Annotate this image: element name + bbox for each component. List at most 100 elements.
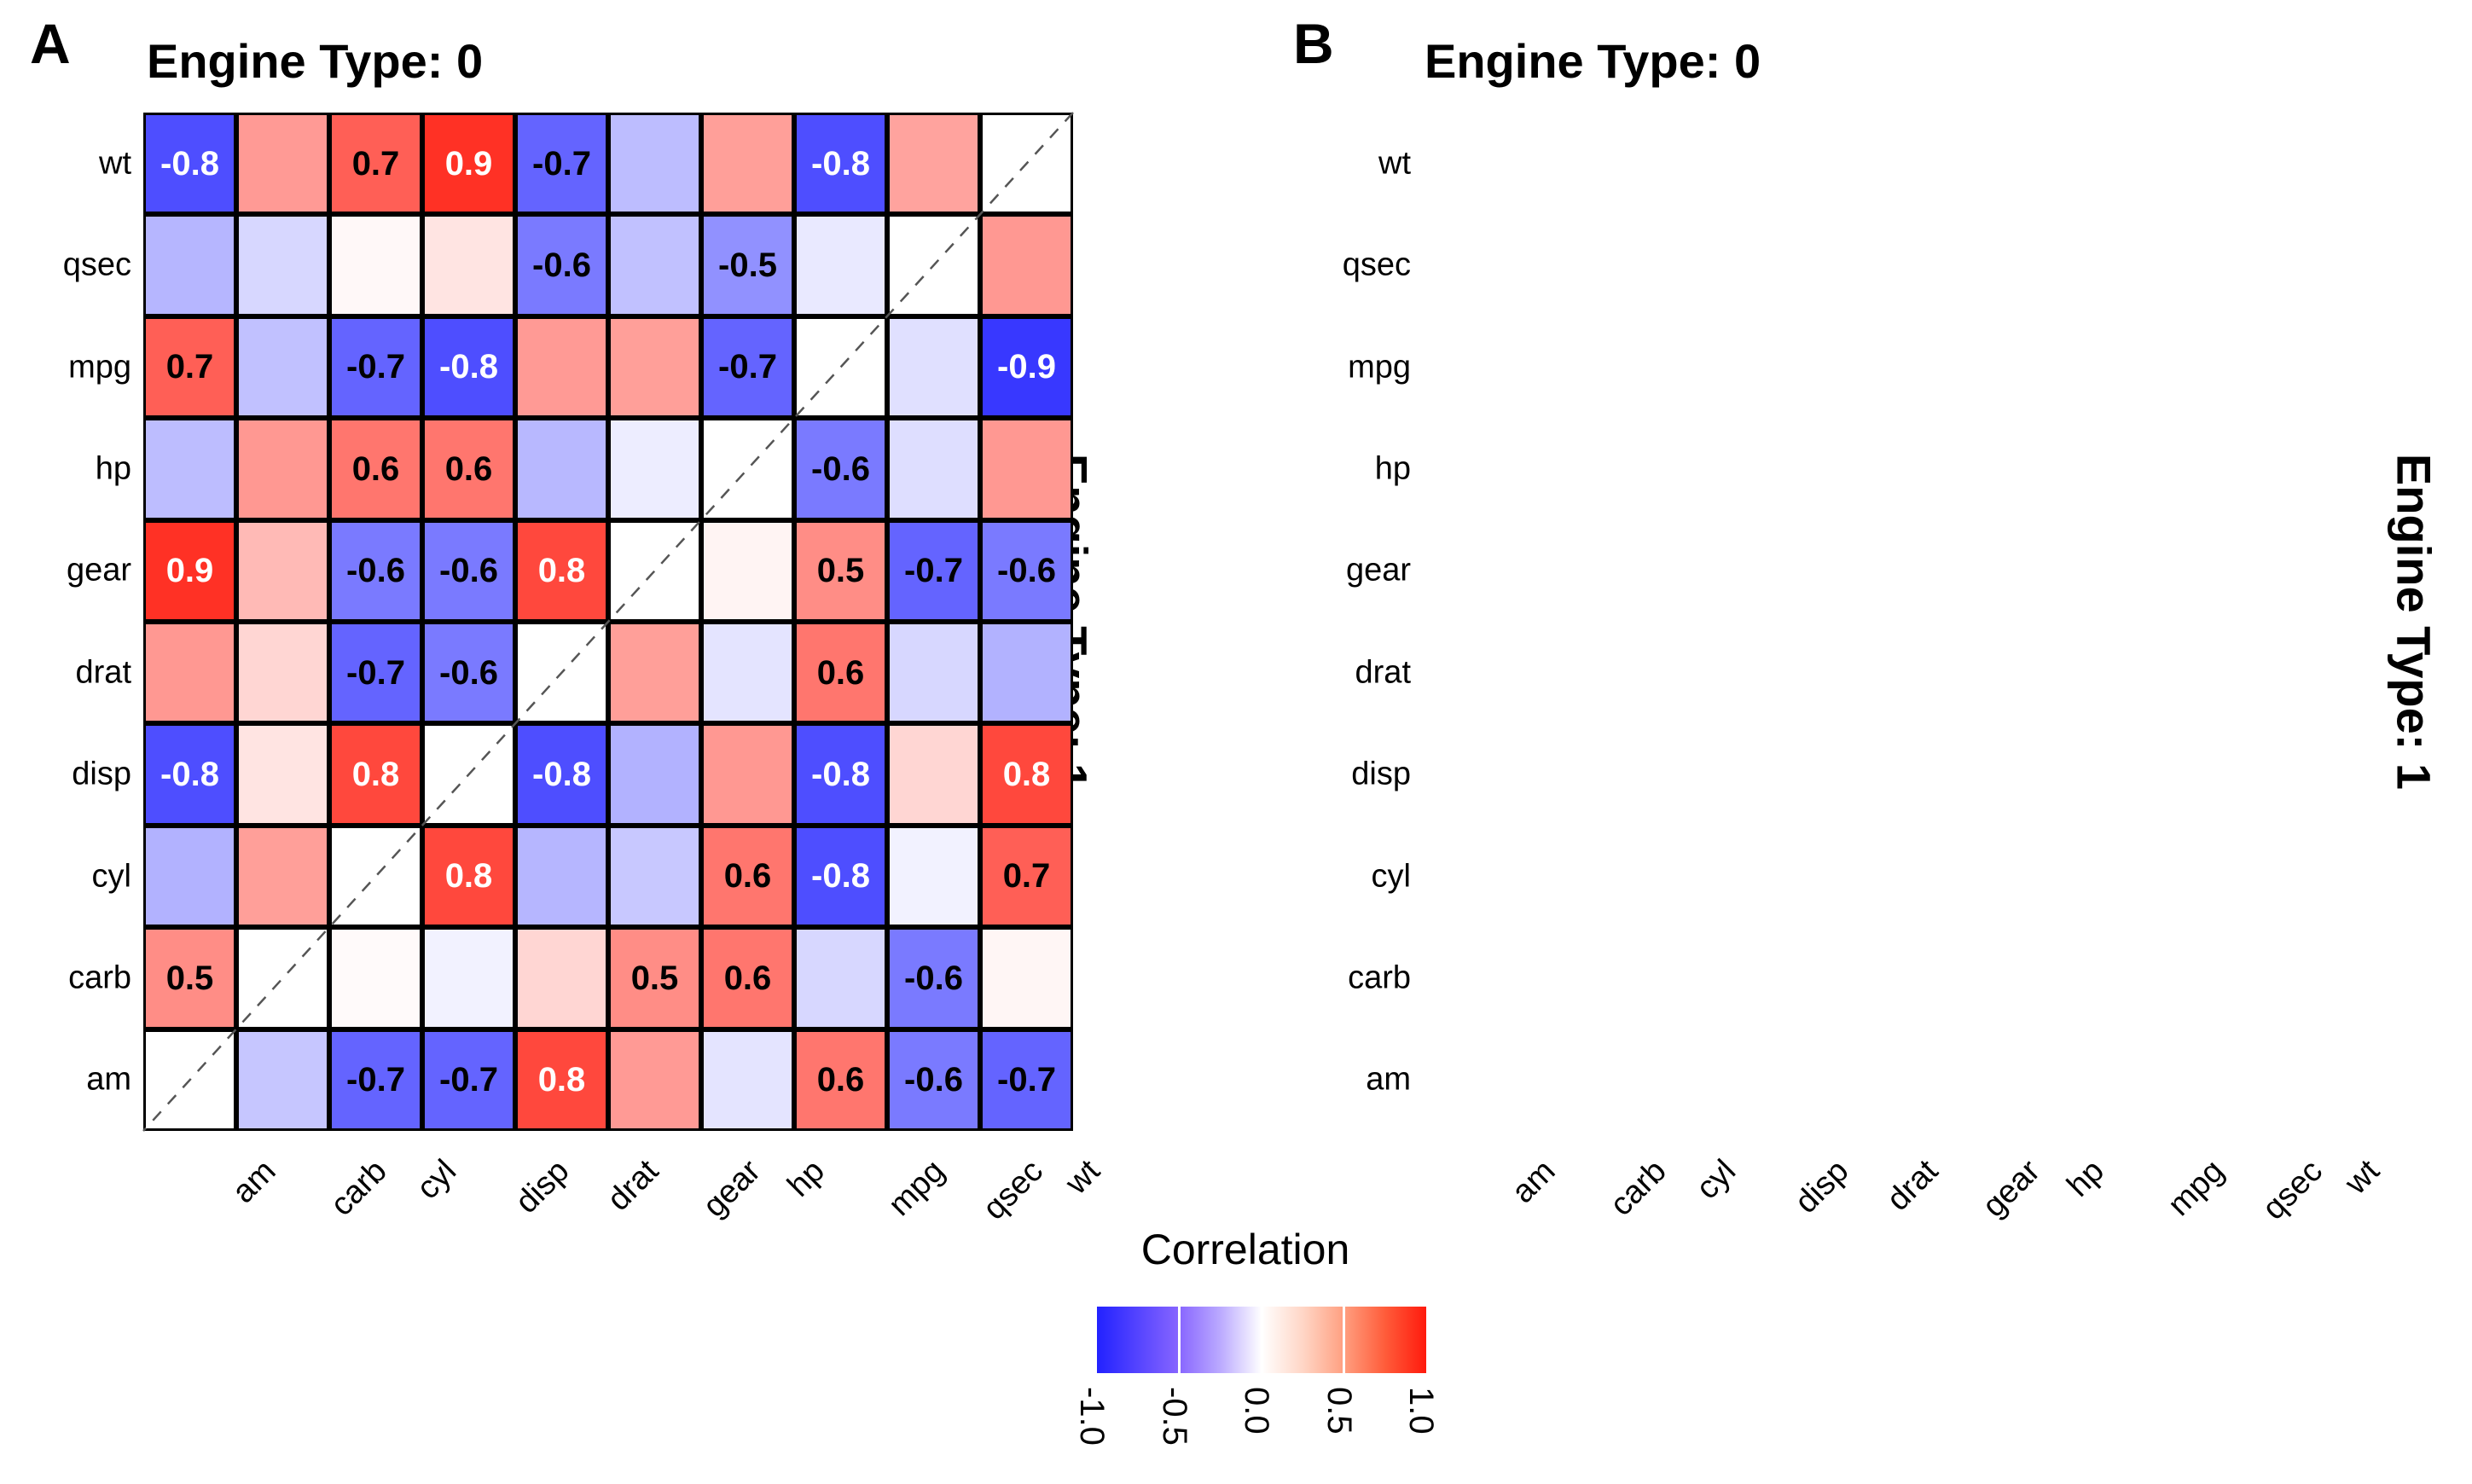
heatmap-cell: 0.7: [329, 113, 422, 215]
heatmap-cell-value: 0.8: [537, 552, 586, 590]
heatmap-cell: -0.8: [515, 723, 608, 826]
heatmap-cell: 0.7: [980, 825, 1073, 928]
heatmap-cell-value: -0.7: [997, 1061, 1056, 1099]
heatmap-cell: -0.7: [329, 622, 422, 724]
heatmap-cell: [329, 927, 422, 1029]
heatmap-cell: -0.6: [422, 622, 515, 724]
row-label-carb: carb: [1348, 959, 1411, 996]
heatmap-cell: [143, 1029, 236, 1131]
column-label-disp: disp: [1787, 1153, 1855, 1220]
heatmap-cell: [794, 214, 887, 316]
heatmap-cell: [794, 927, 887, 1029]
column-label-cyl: cyl: [1689, 1153, 1743, 1207]
heatmap-cell: [608, 316, 701, 419]
row-label-gear: gear: [1345, 552, 1411, 588]
heatmap-cell: [422, 214, 515, 316]
heatmap-cell: [794, 316, 887, 419]
column-label-qsec: qsec: [2255, 1153, 2330, 1227]
heatmap-cell: -0.8: [794, 113, 887, 215]
heatmap-cell-value: 0.6: [444, 449, 493, 488]
heatmap-cell-value: -0.6: [532, 246, 591, 285]
heatmap-cell: 0.8: [515, 519, 608, 622]
heatmap-cell-value: 0.6: [723, 857, 772, 896]
column-label-mpg: mpg: [881, 1153, 952, 1223]
heatmap-cell: [980, 113, 1073, 215]
row-label-cyl: cyl: [1371, 858, 1411, 894]
heatmap-cell: 0.6: [422, 418, 515, 520]
heatmap-cell: -0.7: [980, 1029, 1073, 1131]
heatmap-cell: [701, 723, 794, 826]
heatmap-cell-value: -0.6: [997, 552, 1056, 590]
heatmap-cell: [608, 214, 701, 316]
heatmap-cell: 0.7: [143, 316, 236, 419]
row-label-disp: disp: [1351, 756, 1411, 792]
column-label-drat: drat: [600, 1153, 665, 1219]
row-label-wt: wt: [1378, 145, 1411, 182]
heatmap-cell: [701, 519, 794, 622]
row-label-mpg: mpg: [1348, 349, 1411, 385]
heatmap-cell: [143, 214, 236, 316]
panel-a: A Engine Type: 0 Engine Type: 1 -0.80.70…: [0, 0, 1236, 1226]
heatmap-cell: [143, 825, 236, 928]
legend-tick-label: 1.0: [1402, 1387, 1440, 1435]
heatmap-cell-value: -0.9: [997, 348, 1056, 386]
heatmap-cell-value: 0.6: [816, 1061, 865, 1099]
heatmap-cell-value: 0.5: [630, 959, 679, 997]
heatmap-cell: 0.6: [329, 418, 422, 520]
column-label-wt: wt: [1058, 1153, 1107, 1202]
heatmap-cell: -0.6: [887, 927, 980, 1029]
heatmap-cell: [236, 214, 329, 316]
heatmap-cell: [236, 316, 329, 419]
heatmap-cell: [608, 622, 701, 724]
heatmap-cell: -0.6: [887, 1029, 980, 1131]
row-label-qsec: qsec: [1342, 246, 1411, 283]
heatmap-cell-value: -0.7: [346, 1061, 405, 1099]
heatmap-cell-value: 0.8: [1002, 756, 1051, 794]
heatmap-cell-value: -0.6: [904, 1061, 963, 1099]
heatmap-cell: [143, 622, 236, 724]
row-label-hp: hp: [95, 450, 131, 487]
heatmap-cell: [980, 622, 1073, 724]
heatmap-cell: [236, 622, 329, 724]
column-label-qsec: qsec: [976, 1153, 1050, 1227]
heatmap-cell: 0.5: [794, 519, 887, 622]
heatmap-cell: -0.6: [794, 418, 887, 520]
row-label-wt: wt: [99, 145, 131, 182]
heatmap-cell-value: -0.6: [346, 552, 405, 590]
heatmap-cell: [236, 519, 329, 622]
heatmap-cell-value: 0.5: [816, 552, 865, 590]
heatmap-cell: [515, 927, 608, 1029]
heatmap-cell: [980, 418, 1073, 520]
row-label-cyl: cyl: [91, 858, 131, 894]
heatmap-cell-value: -0.7: [346, 348, 405, 386]
heatmap-cell: -0.6: [422, 519, 515, 622]
heatmap-cell: [980, 214, 1073, 316]
heatmap-cell: -0.8: [794, 825, 887, 928]
heatmap-cell: -0.9: [980, 316, 1073, 419]
column-label-am: am: [224, 1153, 282, 1211]
column-label-cyl: cyl: [409, 1153, 463, 1207]
heatmap-cell: 0.6: [794, 1029, 887, 1131]
heatmap-cell: [329, 214, 422, 316]
heatmap-cell: [236, 723, 329, 826]
heatmap-cell-value: -0.6: [904, 959, 963, 997]
row-label-drat: drat: [75, 654, 131, 691]
legend-tick-label: 0.0: [1238, 1387, 1275, 1435]
heatmap-cell: [608, 519, 701, 622]
legend-tick-label: 0.5: [1320, 1387, 1358, 1435]
heatmap-cell: [236, 927, 329, 1029]
heatmap-cell-value: -0.8: [811, 756, 870, 794]
column-label-hp: hp: [2059, 1153, 2111, 1204]
heatmap-cell-value: 0.5: [165, 959, 214, 997]
column-label-gear: gear: [695, 1153, 768, 1225]
heatmap-cell-value: 0.6: [351, 449, 400, 488]
heatmap-cell: -0.5: [701, 214, 794, 316]
panel-b-facet-right-label: Engine Type: 1: [2387, 453, 2441, 791]
legend-tick-label: -1.0: [1073, 1387, 1111, 1446]
heatmap-cell: [701, 622, 794, 724]
column-label-wt: wt: [2337, 1153, 2387, 1202]
heatmap-cell-value: -0.5: [718, 246, 777, 285]
